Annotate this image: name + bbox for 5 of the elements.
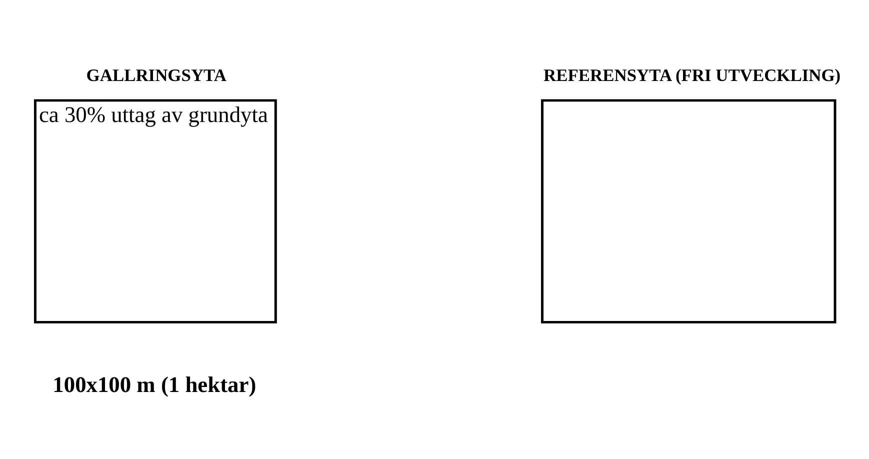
label: 100x100 m (1 hektar) — [52, 371, 256, 396]
node-box: ca 30% uttag av grundyta — [34, 98, 277, 323]
node-label: GALLRINGSYTA — [86, 64, 226, 84]
node-label: REFERENSYTA (FRI UTVECKLING) — [544, 64, 841, 84]
node-box — [541, 98, 836, 323]
